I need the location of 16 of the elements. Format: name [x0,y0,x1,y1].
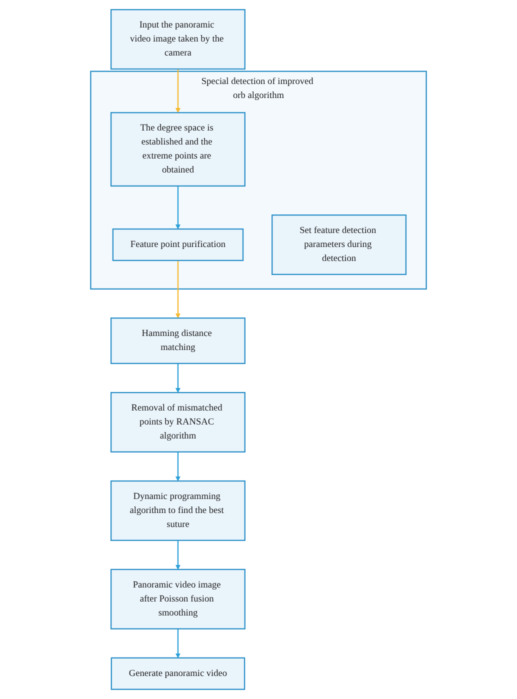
node-box: The degree space is established and the extreme points are obtained [110,112,246,187]
node-box: Dynamic programming algorithm to find the best suture [110,480,246,541]
node-box: Generate panoramic video [110,657,246,690]
arrow [175,186,181,230]
arrow [175,260,181,318]
arrow [175,452,181,482]
node-box: Set feature detection parameters during detection [272,214,407,276]
node-box: Removal of mismatched points by RANSAC algorithm [110,392,246,452]
arrow [175,69,181,113]
arrow [175,628,181,658]
arrow [175,540,181,570]
node-box: Input the panoramic video image taken by the camera [110,9,246,70]
node-box: Panoramic video image after Poisson fusion smoothing [110,568,246,630]
arrow [175,363,181,393]
node-box: Feature point purification [112,228,244,262]
node-box: Hamming distance matching [110,318,246,364]
